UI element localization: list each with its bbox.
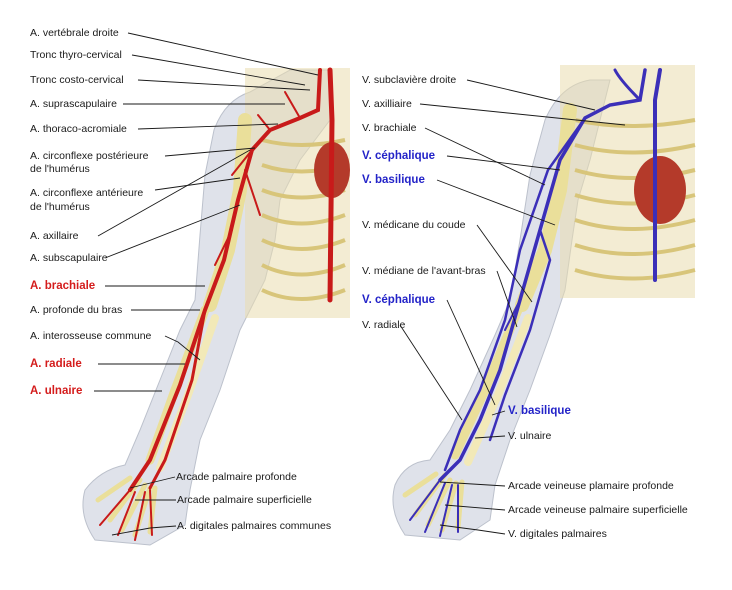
label-basilique-upper: V. basilique [362,174,425,186]
label-medicane-du-coude: V. médicane du coude [362,219,466,231]
label-tronc-thyro-cervical: Tronc thyro-cervical [30,49,122,61]
right-radius [450,305,523,460]
label-circonflexe-posterieure: A. circonflexe postérieure [30,150,149,162]
label-mediane-avant-bras: V. médiane de l'avant-bras [362,265,486,277]
label-circonflexe-anterieure: A. circonflexe antérieure [30,187,144,199]
arterial-arm-figure [82,67,350,546]
label-ulnaire: A. ulnaire [30,385,83,397]
label-axilliaire: V. axilliaire [362,98,412,110]
venous-arm-figure [392,65,696,541]
label-axillaire: A. axillaire [30,230,79,242]
left-ribs [261,138,346,301]
label-vertebrale-droite: A. vertébrale droite [30,27,119,39]
label-radiale: A. radiale [30,358,82,370]
label-arcade-palmaire-profonde: Arcade palmaire profonde [176,471,297,483]
right-ulna [464,314,532,466]
label-interosseuse-commune: A. interosseuse commune [30,330,152,342]
label-v-brachiale: V. brachiale [362,122,417,134]
label-circonflexe-anterieure-2: de l'humérus [30,201,90,213]
label-digitales-palmaires-communes: A. digitales palmaires communes [177,520,332,532]
label-circonflexe-posterieure-2: de l'humérus [30,163,90,175]
right-heart [634,156,686,224]
label-thoraco-acromiale: A. thoraco-acromiale [30,123,127,135]
arteries [99,67,335,541]
label-arcade-veineuse-profonde: Arcade veineuse plamaire profonde [508,480,674,492]
label-subclaviere-droite: V. subclavière droite [362,74,457,86]
label-tronc-costo-cervical: Tronc costo-cervical [30,74,124,86]
leader-lines [94,32,626,536]
label-cephalique-lower: V. céphalique [362,294,436,306]
veins [409,68,662,537]
label-subscapulaire: A. subscapulaire [30,252,108,264]
label-v-ulnaire: V. ulnaire [508,430,552,442]
label-cephalique-upper: V. céphalique [362,150,436,162]
label-basilique-lower: V. basilique [508,405,571,417]
label-suprascapulaire: A. suprascapulaire [30,98,117,110]
label-brachiale: A. brachiale [30,280,96,292]
label-v-radiale: V. radiale [362,319,406,331]
label-profonde-du-bras: A. profonde du bras [30,304,123,316]
label-arcade-palmaire-superficielle: Arcade palmaire superficielle [177,494,312,506]
label-digitales-palmaires: V. digitales palmaires [508,528,607,540]
label-arcade-veineuse-superficielle: Arcade veineuse palmaire superficielle [508,504,688,516]
